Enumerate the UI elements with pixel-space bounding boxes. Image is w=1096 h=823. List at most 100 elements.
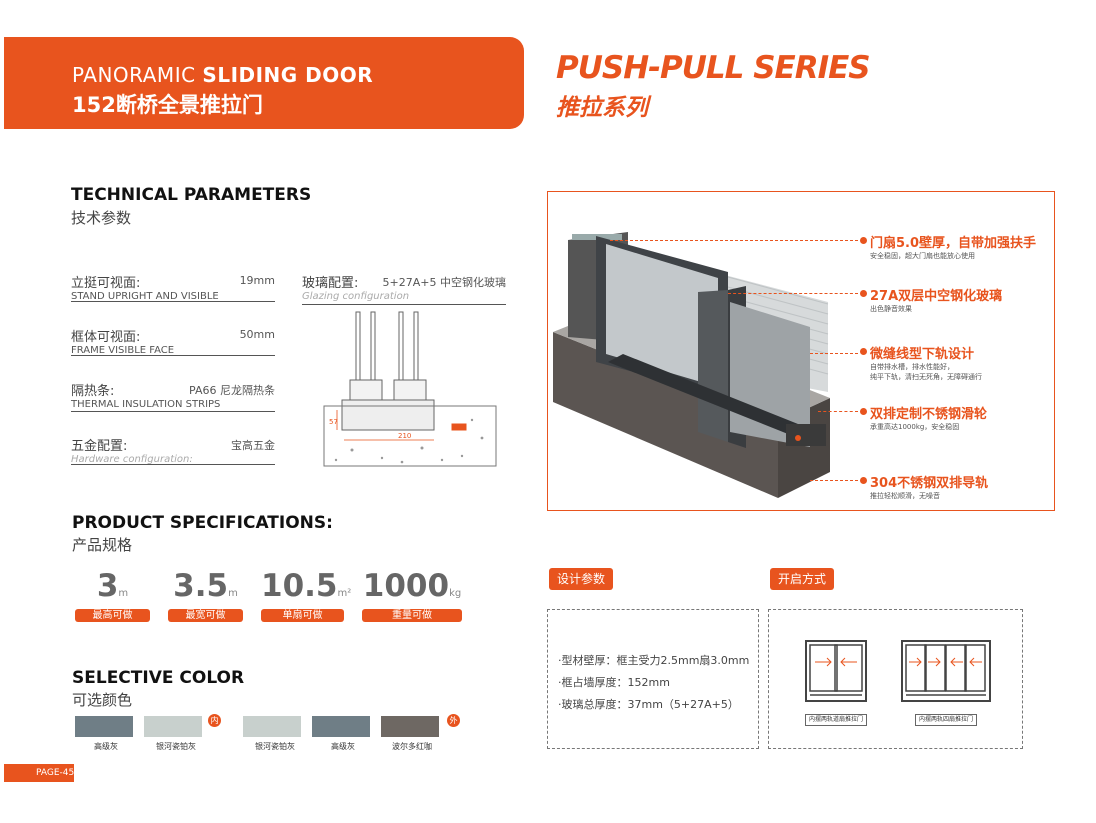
feature-item: 门扇5.0壁厚，自带加强扶手 安全稳固，超大门扇也能放心使用 [860,232,1037,261]
color-name: 银河瓷铂灰 [255,742,295,751]
section-drawing: 57 210 [323,311,497,467]
technical-title-en: TECHNICAL PARAMETERS [71,185,312,205]
feature-title: 门扇5.0壁厚，自带加强扶手 [870,236,1037,251]
color-swatch[interactable] [144,716,202,737]
leader-line [818,411,858,412]
feature-title: 微缝线型下轨设计 [870,347,975,362]
color-swatch[interactable] [381,716,439,737]
param-value: PA66 尼龙隔热条 [189,384,275,397]
spec-value: 10.5 [261,568,338,604]
param-label-en: FRAME VISIBLE FACE [71,345,175,356]
header-banner: PANORAMIC SLIDING DOOR 152断桥全景推拉门 [4,37,524,129]
feature-item: 27A双层中空钢化玻璃 出色静音效果 [860,285,1003,314]
feature-sub: 推拉轻松顺滑，无噪音 [870,492,940,500]
series-title-cn: 推拉系列 [556,95,648,121]
feature-sub: 出色静音效果 [870,305,912,313]
feature-sub: 安全稳固，超大门扇也能放心使用 [870,252,975,260]
spec-unit: m² [337,588,352,599]
colors-title-cn: 可选颜色 [72,691,133,709]
spec-value: 3.5 [173,568,229,604]
spec-label: 单扇可做 [261,609,344,622]
color-swatch[interactable] [312,716,370,737]
design-tag: 设计参数 [549,568,614,590]
feature-sub: 自带排水槽，排水性能好， [870,363,954,371]
color-name: 高级灰 [94,742,118,751]
param-upright: 立挺可视面: STAND UPRIGHT AND VISIBLE 19mm [71,272,275,302]
feature-dot [860,348,867,355]
technical-title-cn: 技术参数 [71,209,132,227]
design-line: ·型材壁厚：框主受力2.5mm扇3.0mm [558,654,750,667]
spec-weight: 1000kg 重量可做 [362,568,462,622]
colors-title-en: SELECTIVE COLOR [72,668,245,688]
spec-value: 1000 [362,568,450,604]
param-label-en: THERMAL INSULATION STRIPS [71,399,221,410]
spec-unit: kg [449,588,462,599]
opening-label: 内摆两轨四扇推拉门 [915,714,977,726]
leader-line [810,353,858,354]
feature-dot [860,477,867,484]
specs-title-cn: 产品规格 [72,536,133,554]
feature-item: 304不锈钢双排导轨 推拉轻松顺滑，无噪音 [860,472,989,501]
two-panel-door-icon [805,640,867,702]
param-label-cn: 隔热条: [71,384,115,399]
param-value: 宝高五金 [231,439,275,452]
param-frame: 框体可视面: FRAME VISIBLE FACE 50mm [71,326,275,356]
opening-box: 内摆两轨道扇推拉门 内摆两轨四扇推拉门 [768,609,1023,749]
design-box: ·型材壁厚：框主受力2.5mm扇3.0mm ·框占墙厚度：152mm ·玻璃总厚… [547,609,759,749]
color-name: 银河瓷铂灰 [156,742,196,751]
series-title-en: PUSH-PULL SERIES [556,50,871,86]
param-label-en: Hardware configuration: [71,454,193,465]
design-line: ·玻璃总厚度：37mm（5+27A+5） [558,698,739,711]
leader-line [810,480,858,481]
param-glazing: 玻璃配置: Glazing configuration 5+27A+5 中空钢化… [302,272,506,305]
feature-item: 微缝线型下轨设计 自带排水槽，排水性能好， 纯平下轨，清扫无死角，无障碍通行 [860,343,982,382]
spec-area: 10.5m² 单扇可做 [261,568,351,622]
page-number: PAGE-45 [4,764,74,782]
spec-label: 最高可做 [75,609,150,622]
spec-height: 3m 最高可做 [75,568,150,622]
param-label-cn: 框体可视面: [71,330,141,345]
opening-label: 内摆两轨道扇推拉门 [805,714,867,726]
header-title-cn: 152断桥全景推拉门 [72,93,263,117]
header-title-en: PANORAMIC SLIDING DOOR [72,63,374,87]
param-value: 50mm [239,328,275,341]
door-illustration [553,232,830,498]
feature-dot [860,237,867,244]
feature-item: 双排定制不锈钢滑轮 承重高达1000kg，安全稳固 [860,403,988,432]
four-panel-door-icon [901,640,991,702]
spec-unit: m [228,588,238,599]
param-hardware: 五金配置: Hardware configuration: 宝高五金 [71,435,275,465]
feature-title: 27A双层中空钢化玻璃 [870,289,1003,304]
leader-line [728,293,858,294]
spec-label: 重量可做 [362,609,462,622]
feature-sub: 承重高达1000kg，安全稳固 [870,423,960,431]
feature-title: 双排定制不锈钢滑轮 [870,407,988,422]
param-label-en: Glazing configuration [302,291,410,302]
color-swatch[interactable] [75,716,133,737]
feature-dot [860,290,867,297]
dim-width: 210 [398,432,411,440]
product-image-panel: 门扇5.0壁厚，自带加强扶手 安全稳固，超大门扇也能放心使用 27A双层中空钢化… [547,191,1055,511]
param-insulation: 隔热条: THERMAL INSULATION STRIPS PA66 尼龙隔热… [71,380,275,412]
inner-badge: 内 [208,714,221,727]
spec-value: 3 [96,568,119,604]
color-name: 波尔多红咖 [392,742,432,751]
param-value: 19mm [239,274,275,287]
leader-line [610,240,858,241]
outer-badge: 外 [447,714,460,727]
param-value: 5+27A+5 中空钢化玻璃 [382,276,506,289]
design-line: ·框占墙厚度：152mm [558,676,670,689]
color-swatch[interactable] [243,716,301,737]
color-name: 高级灰 [331,742,355,751]
spec-unit: m [118,588,129,599]
feature-sub: 纯平下轨，清扫无死角，无障碍通行 [870,373,982,381]
param-label-cn: 五金配置: [71,439,128,454]
param-label-en: STAND UPRIGHT AND VISIBLE [71,291,219,302]
param-label-cn: 立挺可视面: [71,276,141,291]
opening-tag: 开启方式 [770,568,835,590]
param-label-cn: 玻璃配置: [302,276,359,291]
specs-title-en: PRODUCT SPECIFICATIONS: [72,513,333,533]
feature-title: 304不锈钢双排导轨 [870,476,989,491]
dim-height: 57 [329,418,338,426]
spec-width: 3.5m 最宽可做 [168,568,243,622]
